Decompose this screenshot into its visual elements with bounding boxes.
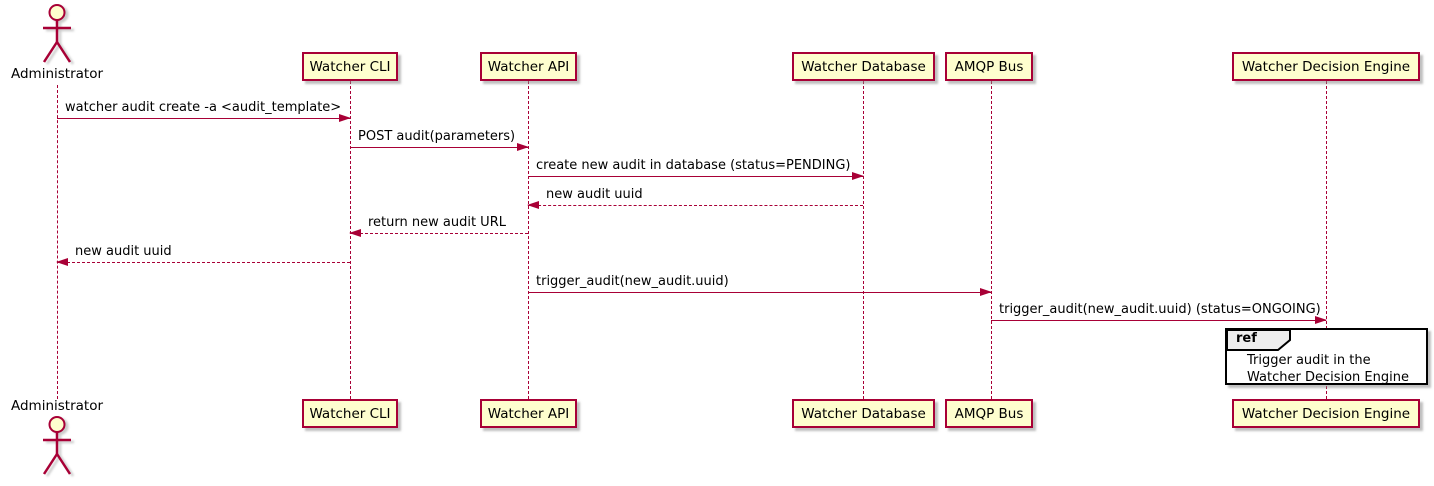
message-4-line [528, 205, 863, 206]
lifeline-watcher-database [862, 81, 864, 399]
ref-keyword: ref [1236, 331, 1257, 346]
participant-amqp-bus-bottom: AMQP Bus [945, 399, 1033, 428]
administrator-actor-icon [42, 416, 72, 475]
participant-watcher-database-top: Watcher Database [792, 52, 935, 81]
arrowhead-left-icon [349, 229, 361, 237]
ref-tab-icon [1226, 329, 1291, 351]
actor-label-administrator-bottom: Administrator [10, 398, 104, 414]
message-2-label: POST audit(parameters) [358, 129, 516, 144]
lifeline-watcher-decision-engine [1326, 81, 1327, 399]
participant-watcher-api-bottom: Watcher API [480, 399, 577, 428]
participant-amqp-bus-top: AMQP Bus [945, 52, 1033, 81]
participant-watcher-cli-top: Watcher CLI [302, 52, 398, 81]
ref-body-line1: Trigger audit in the [1247, 353, 1371, 368]
message-7-label: trigger_audit(new_audit.uuid) [536, 274, 729, 289]
message-3-label: create new audit in database (status=PEN… [536, 158, 851, 173]
arrowhead-left-icon [56, 258, 68, 266]
arrowhead-left-icon [527, 201, 539, 209]
participant-watcher-database-bottom: Watcher Database [792, 399, 935, 428]
message-5-label: return new audit URL [368, 215, 506, 230]
message-1-label: watcher audit create -a <audit_template> [65, 100, 342, 115]
lifeline-watcher-api [528, 81, 529, 399]
message-8-line [991, 320, 1326, 321]
message-2-line [350, 147, 528, 148]
message-4-label: new audit uuid [546, 187, 643, 202]
arrowhead-right-icon [980, 288, 992, 296]
arrowhead-right-icon [852, 172, 864, 180]
participant-watcher-decision-engine-bottom: Watcher Decision Engine [1232, 399, 1420, 428]
participant-watcher-api-top: Watcher API [480, 52, 577, 81]
administrator-actor-icon [42, 4, 72, 63]
message-8-label: trigger_audit(new_audit.uuid) (status=ON… [999, 302, 1321, 317]
lifeline-amqp-bus [990, 81, 992, 399]
ref-fragment: ref Trigger audit in the Watcher Decisio… [1225, 328, 1428, 385]
arrowhead-right-icon [517, 143, 529, 151]
arrowhead-right-icon [1315, 316, 1327, 324]
ref-body-text: Trigger audit in the Watcher Decision En… [1247, 352, 1409, 386]
message-3-line [528, 176, 863, 177]
message-7-line [528, 292, 991, 293]
lifeline-administrator [56, 85, 58, 399]
lifeline-watcher-cli [349, 81, 351, 399]
message-6-line [57, 262, 350, 263]
participant-watcher-decision-engine-top: Watcher Decision Engine [1232, 52, 1420, 81]
message-5-line [350, 233, 528, 234]
participant-watcher-cli-bottom: Watcher CLI [302, 399, 398, 428]
arrowhead-right-icon [339, 114, 351, 122]
actor-label-administrator-top: Administrator [10, 66, 104, 82]
ref-body-line2: Watcher Decision Engine [1247, 370, 1409, 385]
message-6-label: new audit uuid [75, 244, 172, 259]
message-1-line [57, 118, 350, 119]
